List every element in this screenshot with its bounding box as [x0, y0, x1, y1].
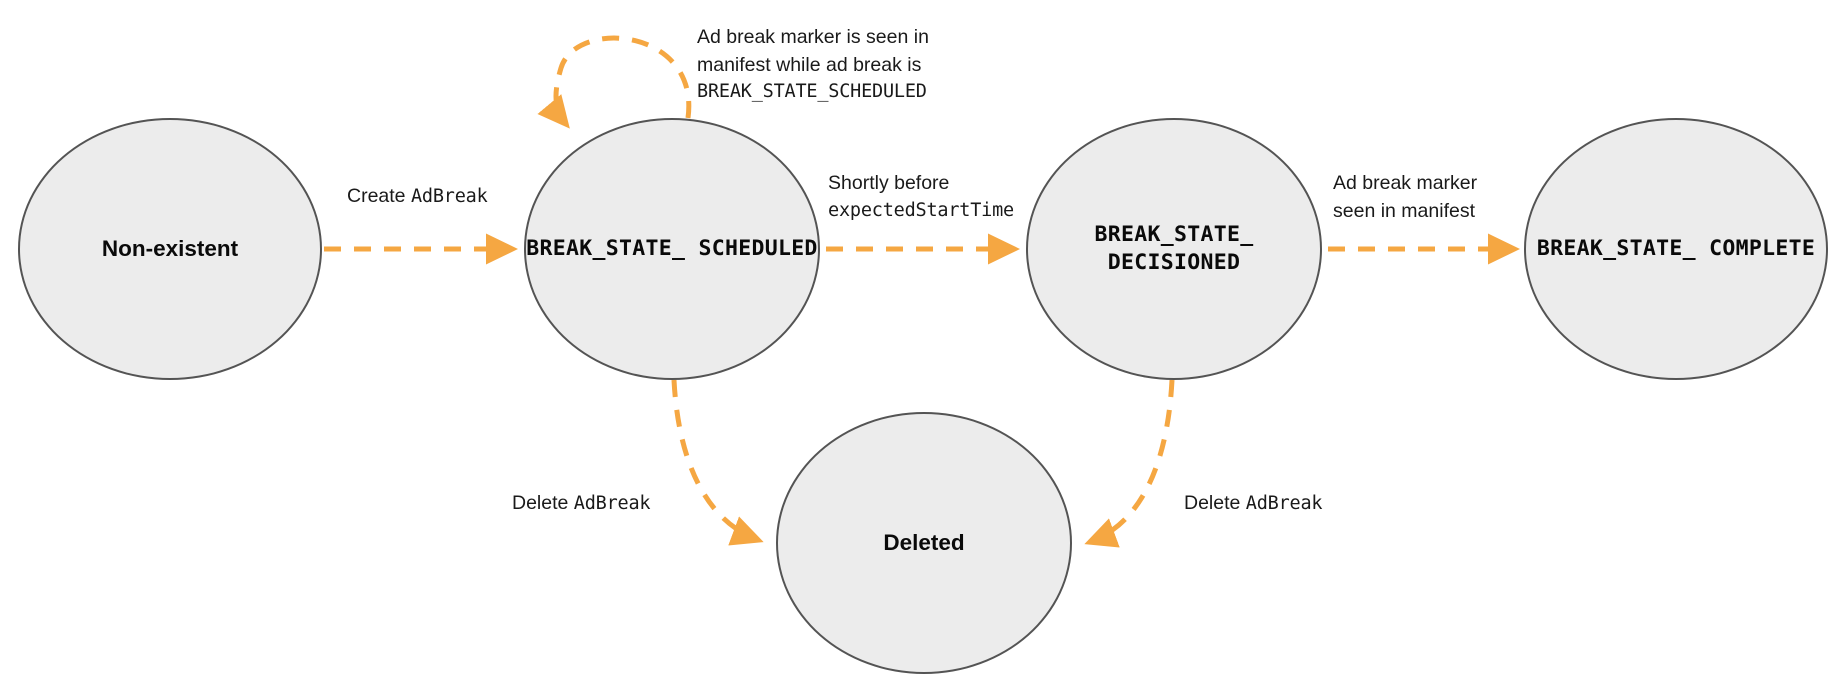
edge-marker-seen-while-scheduled	[537, 35, 692, 129]
node-deleted-label: Deleted	[883, 530, 965, 556]
edge-delete-adbreak-from-decisioned	[1084, 379, 1175, 548]
edge-label-create-adbreak: Create AdBreak	[347, 185, 488, 207]
node-break-state-complete[interactable]: BREAK_STATE_ COMPLETE	[1524, 118, 1828, 380]
node-break-state-scheduled[interactable]: BREAK_STATE_ SCHEDULED	[524, 118, 820, 380]
node-non-existent-label: Non-existent	[101, 236, 239, 262]
edge-label-marker-seen-while-scheduled: Ad break marker is seen in manifest whil…	[697, 26, 929, 103]
edge-label-shortly-before-expected-start-time: Shortly before expectedStartTime	[828, 172, 1014, 221]
node-break-state-scheduled-label: BREAK_STATE_ SCHEDULED	[526, 235, 818, 261]
node-deleted[interactable]: Deleted	[776, 412, 1072, 674]
node-break-state-decisioned-label: BREAK_STATE_ DECISIONED	[1094, 221, 1254, 275]
edge-delete-adbreak-from-scheduled	[671, 379, 764, 546]
edge-label-marker-seen-in-manifest: Ad break marker seen in manifest	[1333, 172, 1478, 222]
edge-label-delete-adbreak-from-decisioned: Delete AdBreak	[1184, 492, 1323, 514]
node-non-existent[interactable]: Non-existent	[18, 118, 322, 380]
node-break-state-decisioned[interactable]: BREAK_STATE_ DECISIONED	[1026, 118, 1322, 380]
node-break-state-complete-label: BREAK_STATE_ COMPLETE	[1536, 235, 1816, 261]
edge-label-delete-adbreak-from-scheduled: Delete AdBreak	[512, 492, 651, 514]
